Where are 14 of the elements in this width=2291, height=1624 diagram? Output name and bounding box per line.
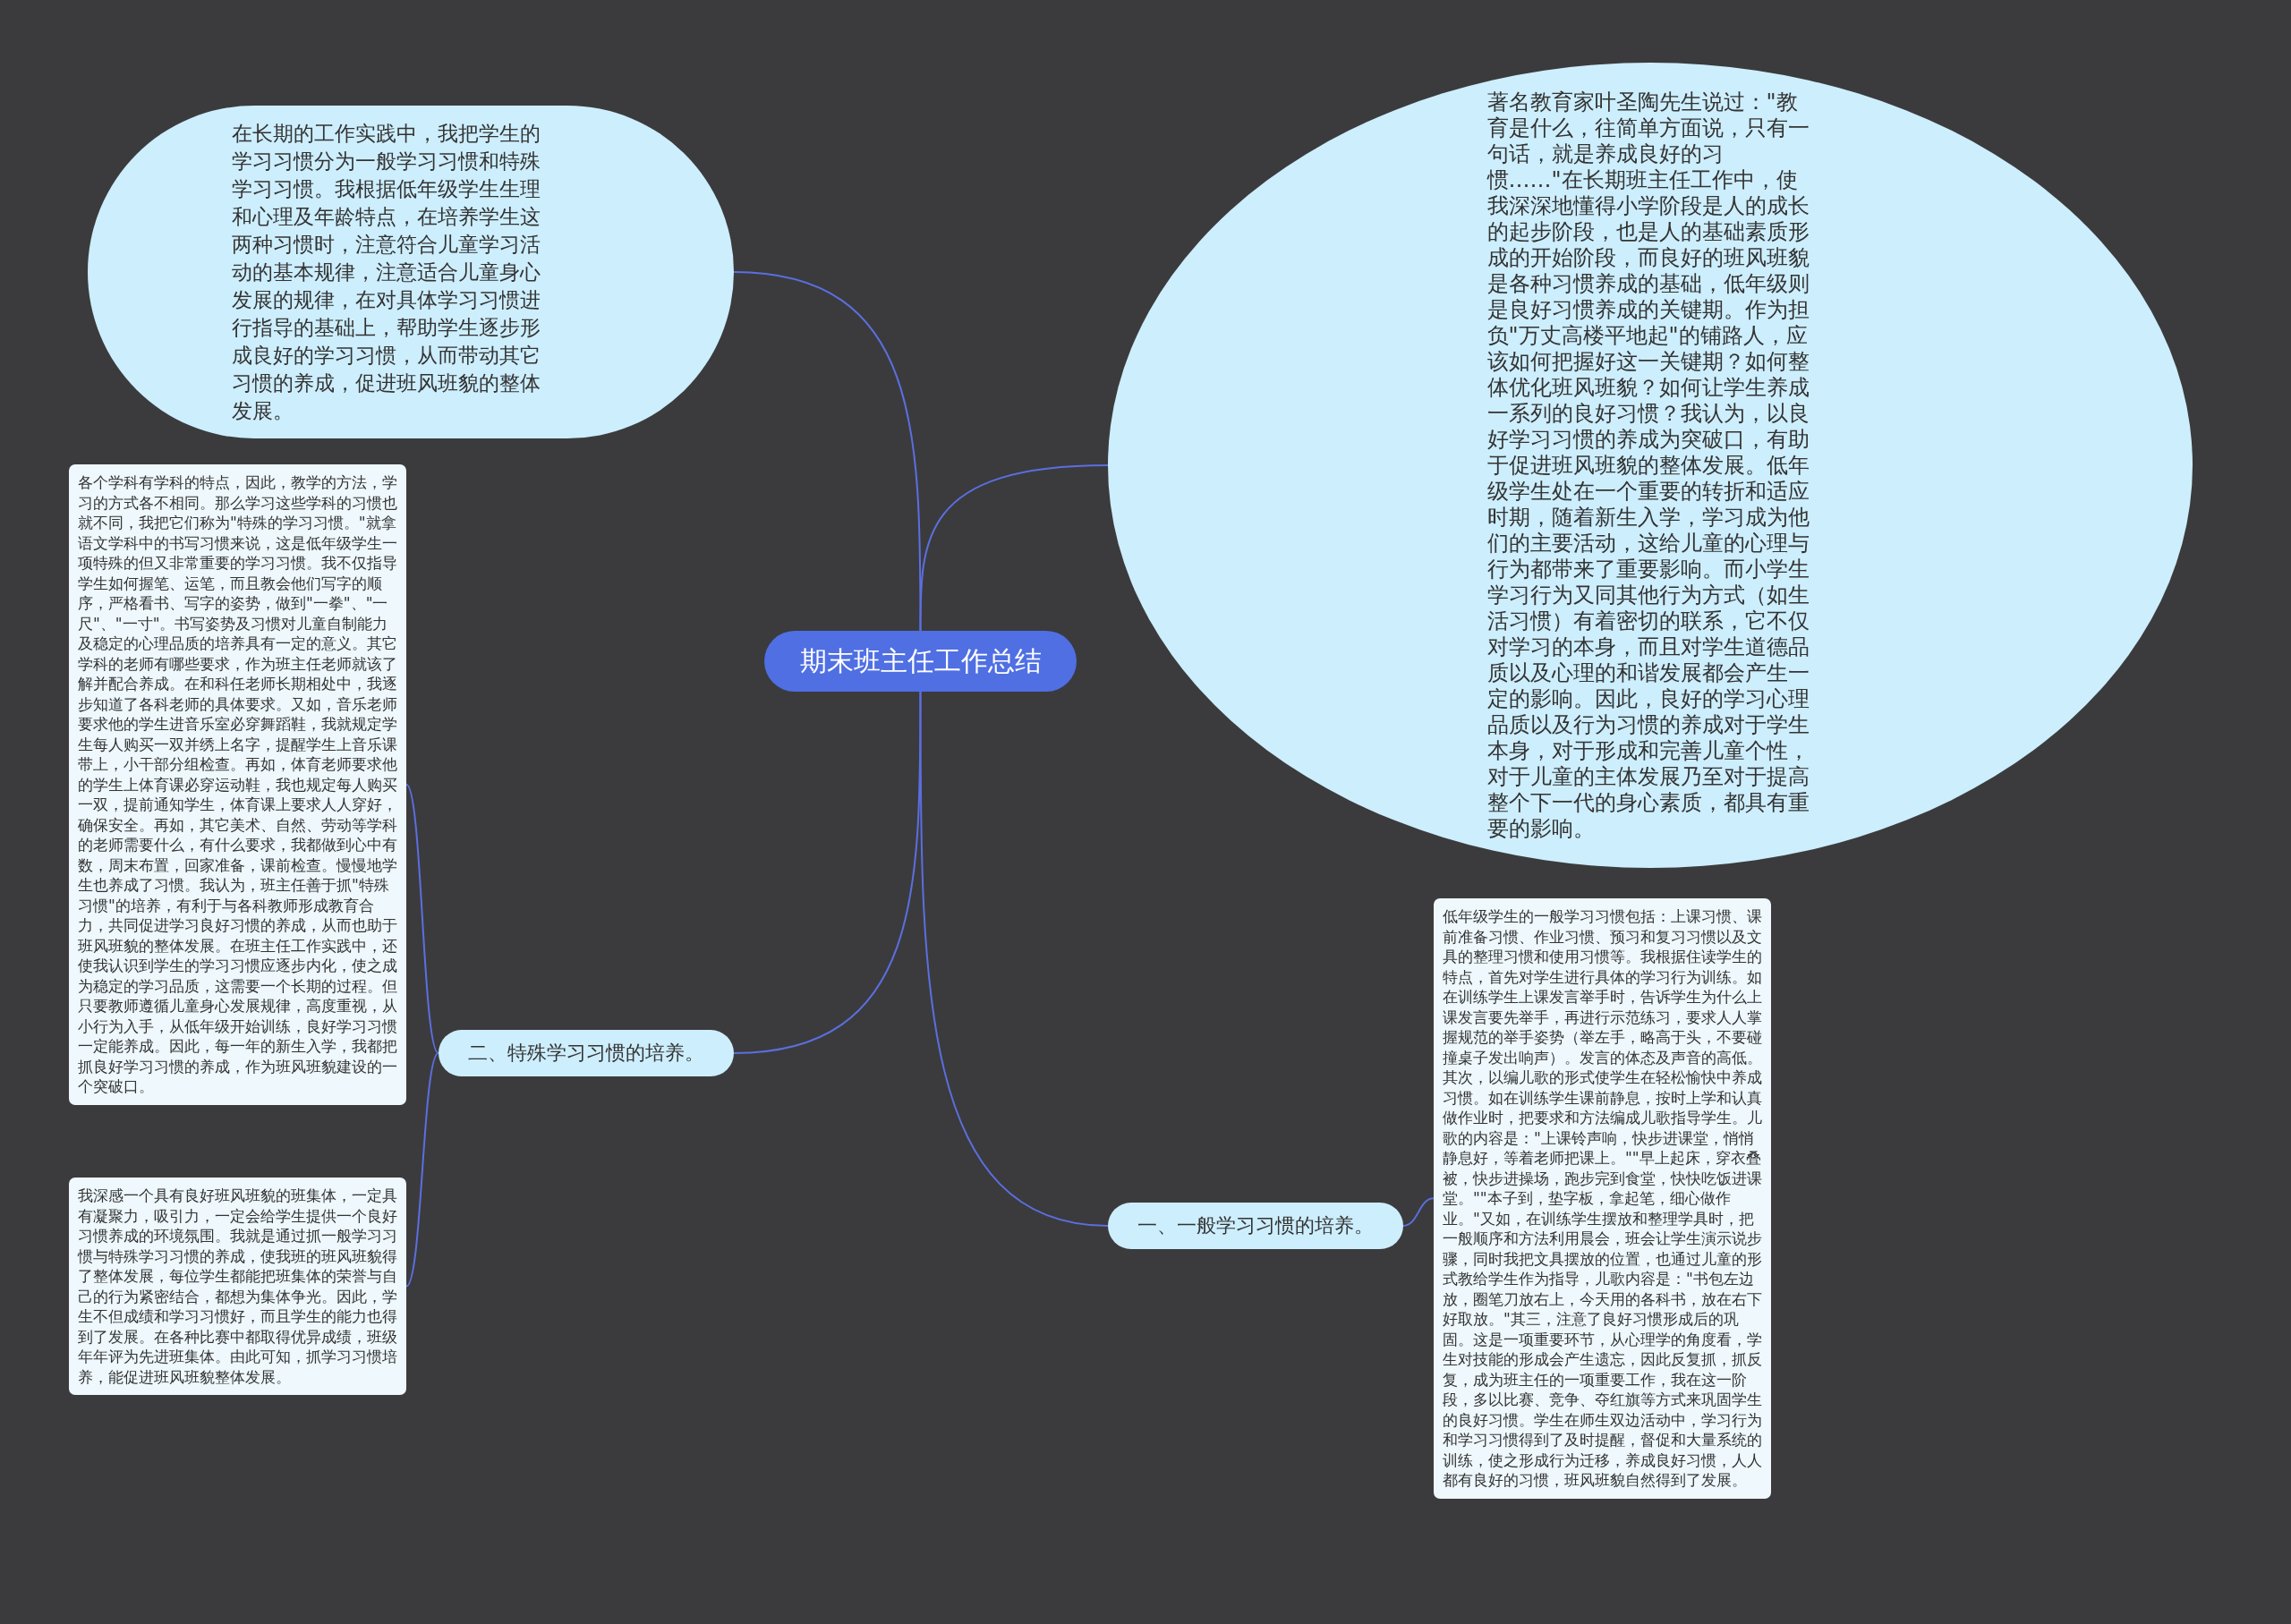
paragraph-text: 在长期的工作实践中，我把学生的学习习惯分为一般学习习惯和特殊学习习惯。我根据低年级学生生理和心理及年龄特点，在培养学生这两种习惯时，注意符合儿童学习活动的基本规律，注意适合儿童身心发展的规律，在对具体学习习惯进行指导的基础上，帮助学生逐步形成良好的学习习惯，从而带动其它习惯的养成，促进班风班貌的整体发展。	[232, 120, 541, 424]
paragraph-text: 著名教育家叶圣陶先生说过："教育是什么，往简单方面说，只有一句话，就是养成良好的习惯……"在长期班主任工作中，使我深深地懂得小学阶段是人的成长的起步阶段，也是人的基础素质形成的开始阶段，而良好的班风班貌是各种习惯养成的基础，低年级则是良好习惯养成的关键期。作为担负"万丈高楼平地起"的铺路人，应该如何把握好这一关键期？如何整体优化班风班貌？如何让学生养成一系列的良好习惯？我认为，以良好学习习惯的养成为突破口，有助于促进班风班貌的整体发展。低年级学生处在一个重要的转折和适应时期，随着新生入学，学习成为他们的主要活动，这给儿童的心理与行为都带来了重要影响。而小学生学习行为又同其他行为方式（如生活习惯）有着密切的联系，它不仅对学习的本身，而且对学生道德品质以及心理的和谐发展都会产生一定的影响。因此，良好的学习心理品质以及行为习惯的养成对于学生本身，对于形成和完善儿童个性，对于儿童的主体发展乃至对于提高整个下一代的身心素质，都具有重要的影响。	[1486, 89, 1810, 842]
connector-line	[405, 783, 439, 1054]
connector-line	[1402, 1197, 1435, 1227]
connector-line	[919, 464, 1109, 632]
connector-line	[405, 1052, 439, 1288]
text-card: 低年级学生的一般学习习惯包括：上课习惯、课前准备习惯、作业习惯、预习和复习习惯以及文具的整理习惯和使用习惯等。我根据住读学生的特点，首先对学生进行具体的学习行为训练。如在训练学生上课发言举手时，告诉学生为什么上课发言要先举手，再进行示范练习，要求人人掌握规范的举手姿势（举左手，略高于头，不要碰撞桌子发出响声）。发言的体态及声音的高低。其次，以编儿歌的形式使学生在轻松愉快中养成习惯。如在训练学生课前静息，按时上学和认真做作业时，把要求和方法编成儿歌指导学生。儿歌的内容是："上课铃声响，快步进课堂，悄悄静息好，等着老师把课上。""早上起床，穿衣叠被，快步进操场，跑步完到食堂，快快吃饭进课堂。""本子到，垫字板，拿起笔，细心做作业。"又如，在训练学生摆放和整理学具时，把一般顺序和方法利用晨会，班会让学生演示说步骤，同时我把文具摆放的位置，也通过儿童的形式教给学生作为指导，儿歌内容是："书包左边放，圈笔刀放右上，今天用的各科书，放在右下好取放。"其三，注意了良好习惯形成后的巩固。这是一项重要环节，从心理学的角度看，学生对技能的形成会产生遗忘，因此反复抓，抓反复，成为班主任的一项重要工作，我在这一阶段，多以比赛、竞争、夺红旗等方式来巩固学生的良好习惯。学生在师生双边活动中，学习行为和学习习惯得到了及时提醒，督促和大量系统的训练，使之形成行为迁移，养成良好习惯，人人都有良好的习惯，班风班貌自然得到了发展。	[1434, 898, 1771, 1499]
connector-line	[919, 691, 1109, 1227]
text-card: 各个学科有学科的特点，因此，教学的方法，学习的方式各不相同。那么学习这些学科的习惯也就不同，我把它们称为"特殊的学习习惯。"就拿语文学科中的书写习惯来说，这是低年级学生一项特殊的但又非常重要的学习习惯。我不仅指导学生如何握笔、运笔，而且教会他们写字的顺序，严格看书、写字的姿势，做到"一拳"、"一尺"、"一寸"。书写姿势及习惯对儿童自制能力及稳定的心理品质的培养具有一定的意义。其它学科的老师有哪些要求，作为班主任老师就该了解并配合养成。在和科任老师长期相处中，我逐步知道了各科老师的具体要求。又如，音乐老师要求他的学生进音乐室必穿舞蹈鞋，我就规定学生每人购买一双并绣上名字，提醒学生上音乐课带上，小干部分组检查。再如，体育老师要求他的学生上体育课必穿运动鞋，我也规定每人购买一双，提前通知学生，体育课上要求人人穿好，确保安全。再如，其它美术、自然、劳动等学科的老师需要什么，有什么要求，我都做到心中有数，周末布置，回家准备，课前检查。慢慢地学生也养成了习惯。我认为，班主任善于抓"特殊习惯"的培养，有利于与各科教师形成教育合力，共同促进学习良好习惯的养成，从而也助于班风班貌的整体发展。在班主任工作实践中，还使我认识到学生的学习习惯应逐步内化，使之成为稳定的学习品质，这需要一个长期的过程。但只要教师遵循儿童身心发展规律，高度重视，从小行为入手，从低年级开始训练，良好学习习惯一定能养成。因此，每一年的新生入学，我都把抓良好学习习惯的养成，作为班风班貌建设的一个突破口。	[69, 464, 406, 1105]
branch-pill: 二、特殊学习习惯的培养。	[439, 1030, 734, 1076]
branch-pill: 一、一般学习习惯的培养。	[1108, 1203, 1403, 1249]
connector-line	[733, 691, 922, 1054]
central-topic-pill: 期末班主任工作总结	[764, 631, 1077, 692]
text-card: 我深感一个具有良好班风班貌的班集体，一定具有凝聚力，吸引力，一定会给学生提供一个良好习惯养成的环境氛围。我就是通过抓一般学习习惯与特殊学习习惯的养成，使我班的班风班貌得了整体发展，每位学生都能把班集体的荣誉与自己的行为紧密结合，都想为集体争光。因此，学生不但成绩和学习习惯好，而且学生的能力也得到了发展。在各种比赛中都取得优异成绩，班级年年评为先进班集体。由此可知，抓学习习惯培养，能促进班风班貌整体发展。	[69, 1178, 406, 1395]
